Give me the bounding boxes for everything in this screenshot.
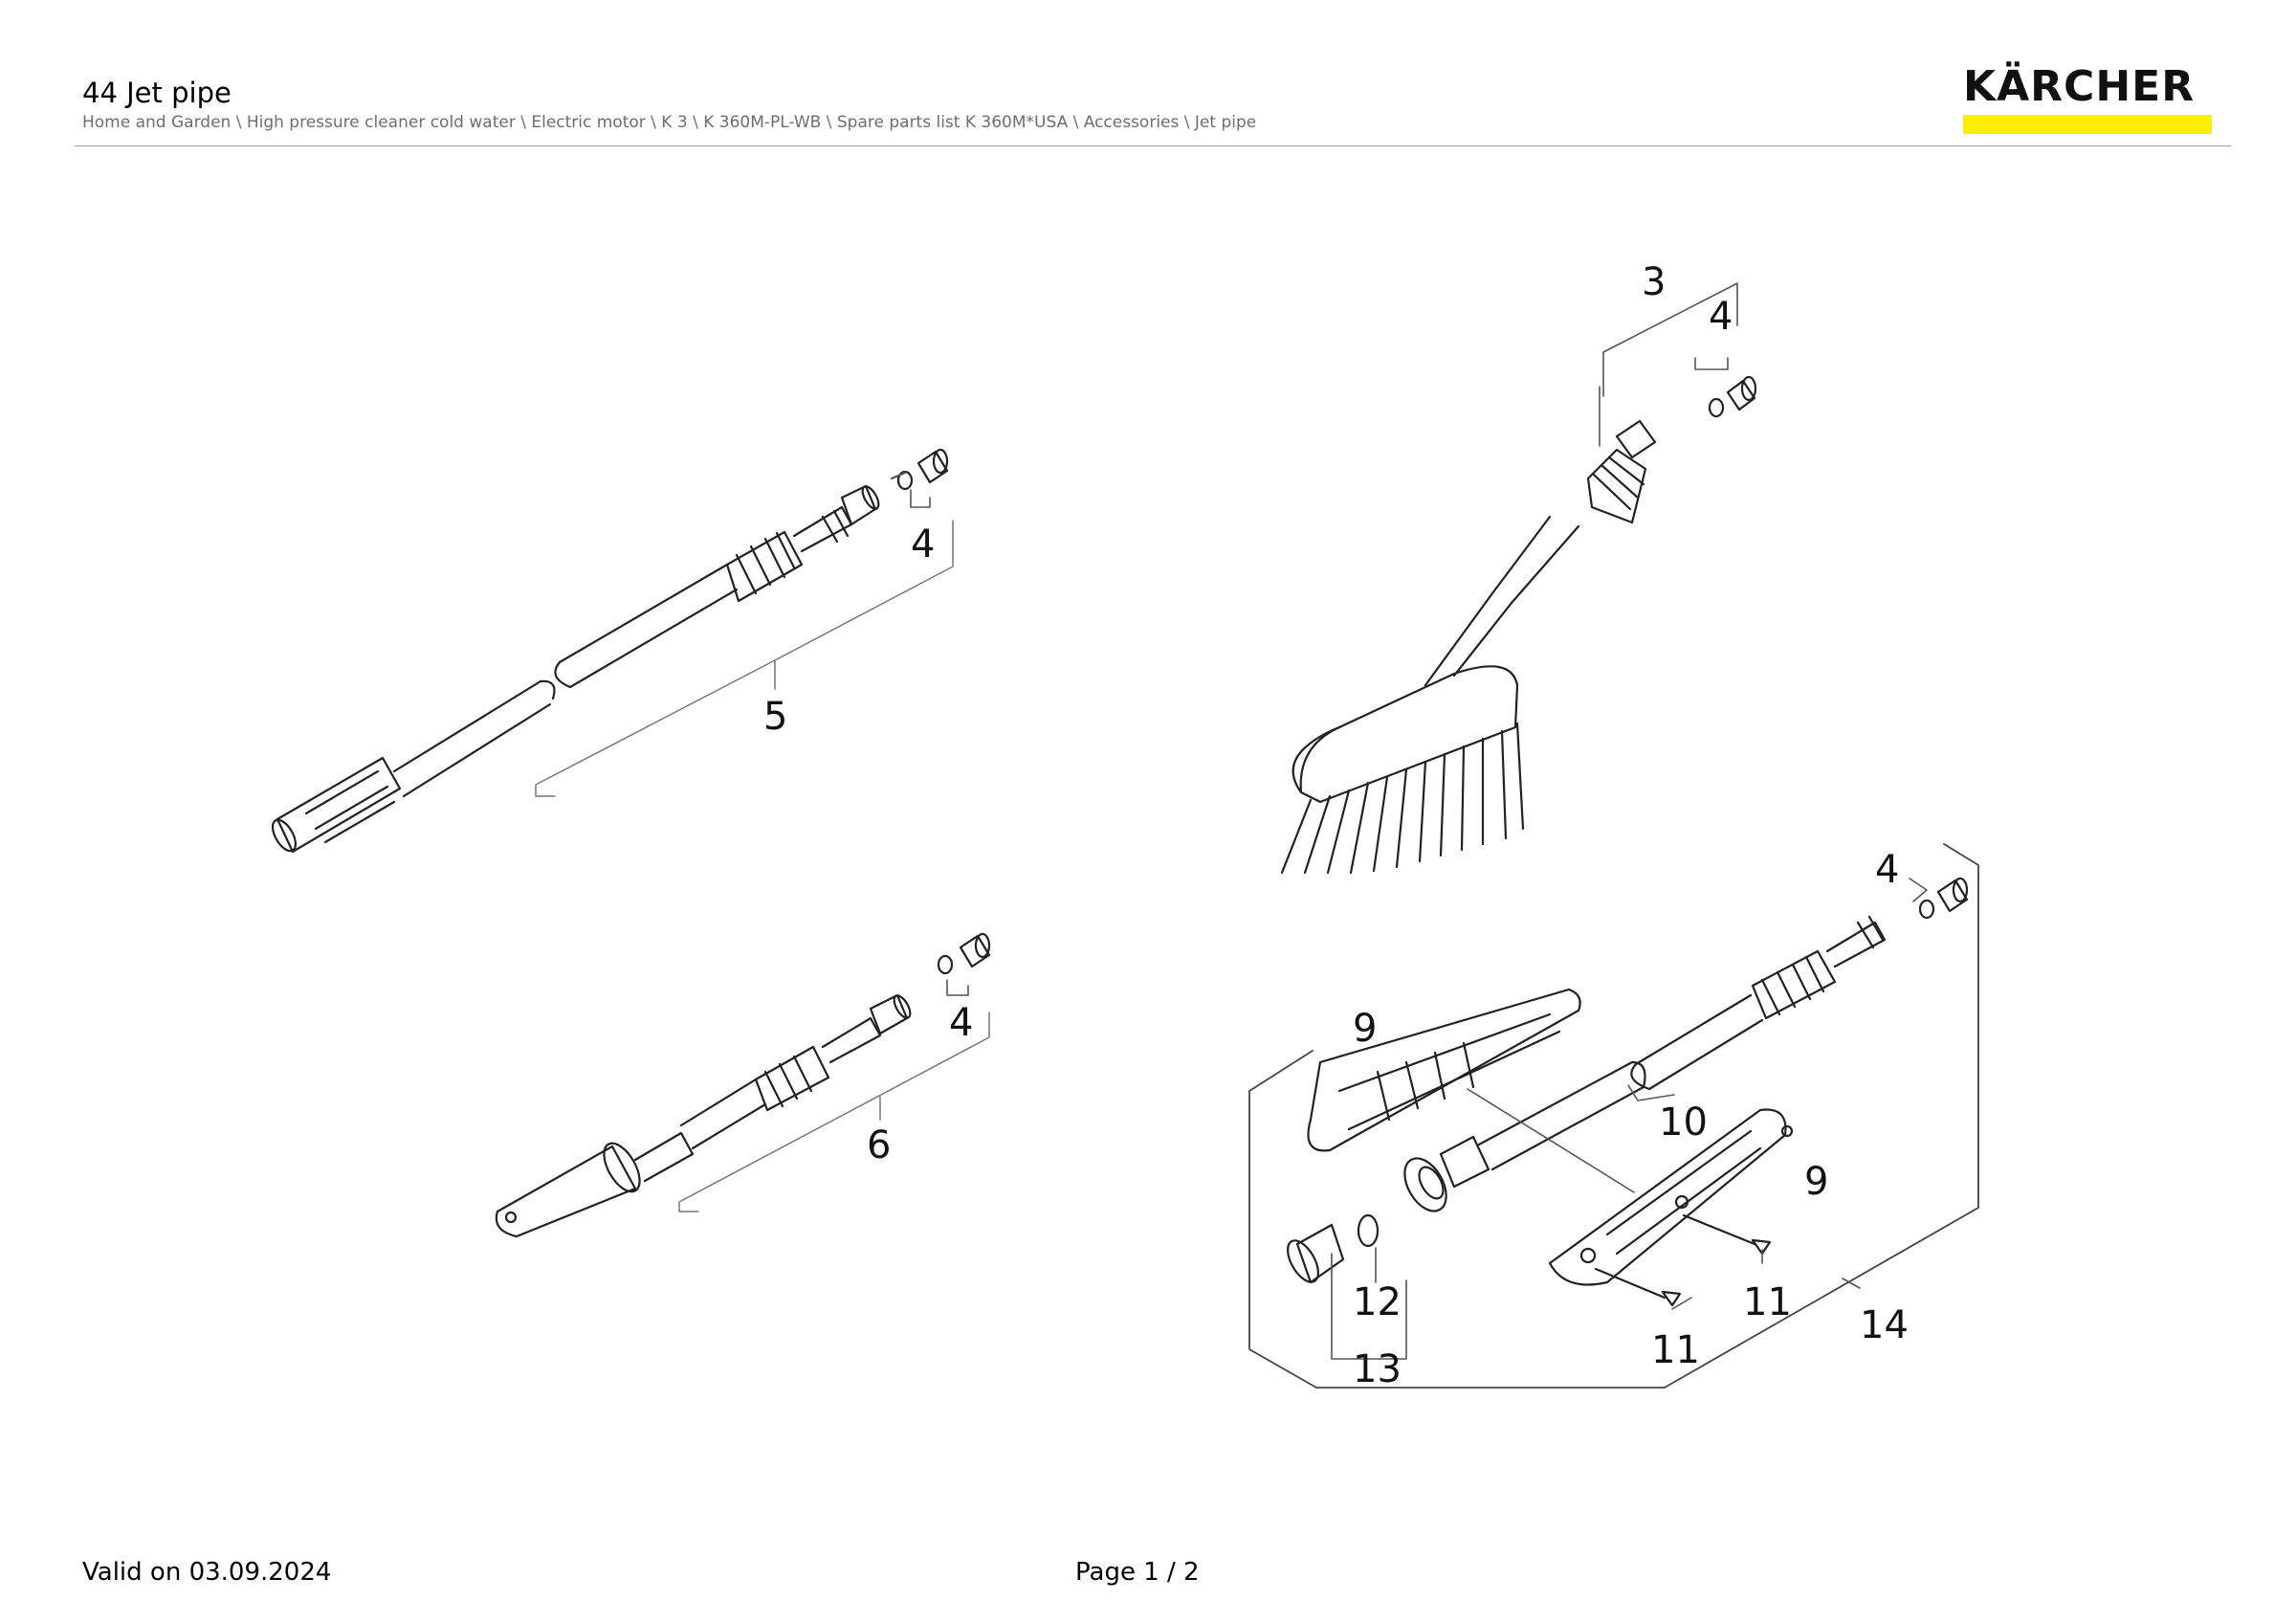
label-4-pipe5: 4	[911, 522, 935, 567]
label-4-brush: 4	[1709, 295, 1733, 339]
wash-brush-3	[1280, 419, 1657, 875]
label-4-assembly: 4	[1875, 848, 1899, 892]
label-3: 3	[1642, 260, 1666, 304]
label-4-pipe6: 4	[949, 1001, 973, 1045]
seal-and-nut-4c	[1708, 375, 1757, 418]
label-5: 5	[763, 695, 787, 739]
label-6: 6	[867, 1123, 891, 1167]
label-11-left: 11	[1651, 1328, 1700, 1372]
page-number: Page 1 / 2	[1075, 1558, 1200, 1587]
label-9-lower: 9	[1804, 1160, 1828, 1204]
seal-and-nut-4d	[1918, 877, 1969, 920]
label-14: 14	[1860, 1303, 1909, 1347]
logo-text: KÄRCHER	[1963, 62, 2196, 111]
logo-yellow-bar	[1963, 115, 2212, 134]
label-11-right: 11	[1743, 1280, 1792, 1324]
seal-and-nut-4a	[896, 448, 949, 491]
jet-pipe-assembly-14	[1287, 915, 1887, 1307]
label-10: 10	[1659, 1101, 1708, 1145]
rotary-nozzle-6	[495, 993, 912, 1238]
seal-and-nut-4b	[937, 932, 991, 975]
valid-date: Valid on 03.09.2024	[82, 1558, 332, 1587]
breadcrumb: Home and Garden \ High pressure cleaner …	[82, 113, 1257, 132]
label-9-upper: 9	[1353, 1007, 1377, 1051]
label-12: 12	[1353, 1280, 1402, 1324]
jet-pipe-5	[271, 484, 880, 854]
label-13: 13	[1353, 1347, 1402, 1391]
karcher-logo: KÄRCHER	[1963, 63, 2212, 136]
page-title: 44 Jet pipe	[82, 77, 232, 109]
header-rule	[75, 145, 2231, 146]
